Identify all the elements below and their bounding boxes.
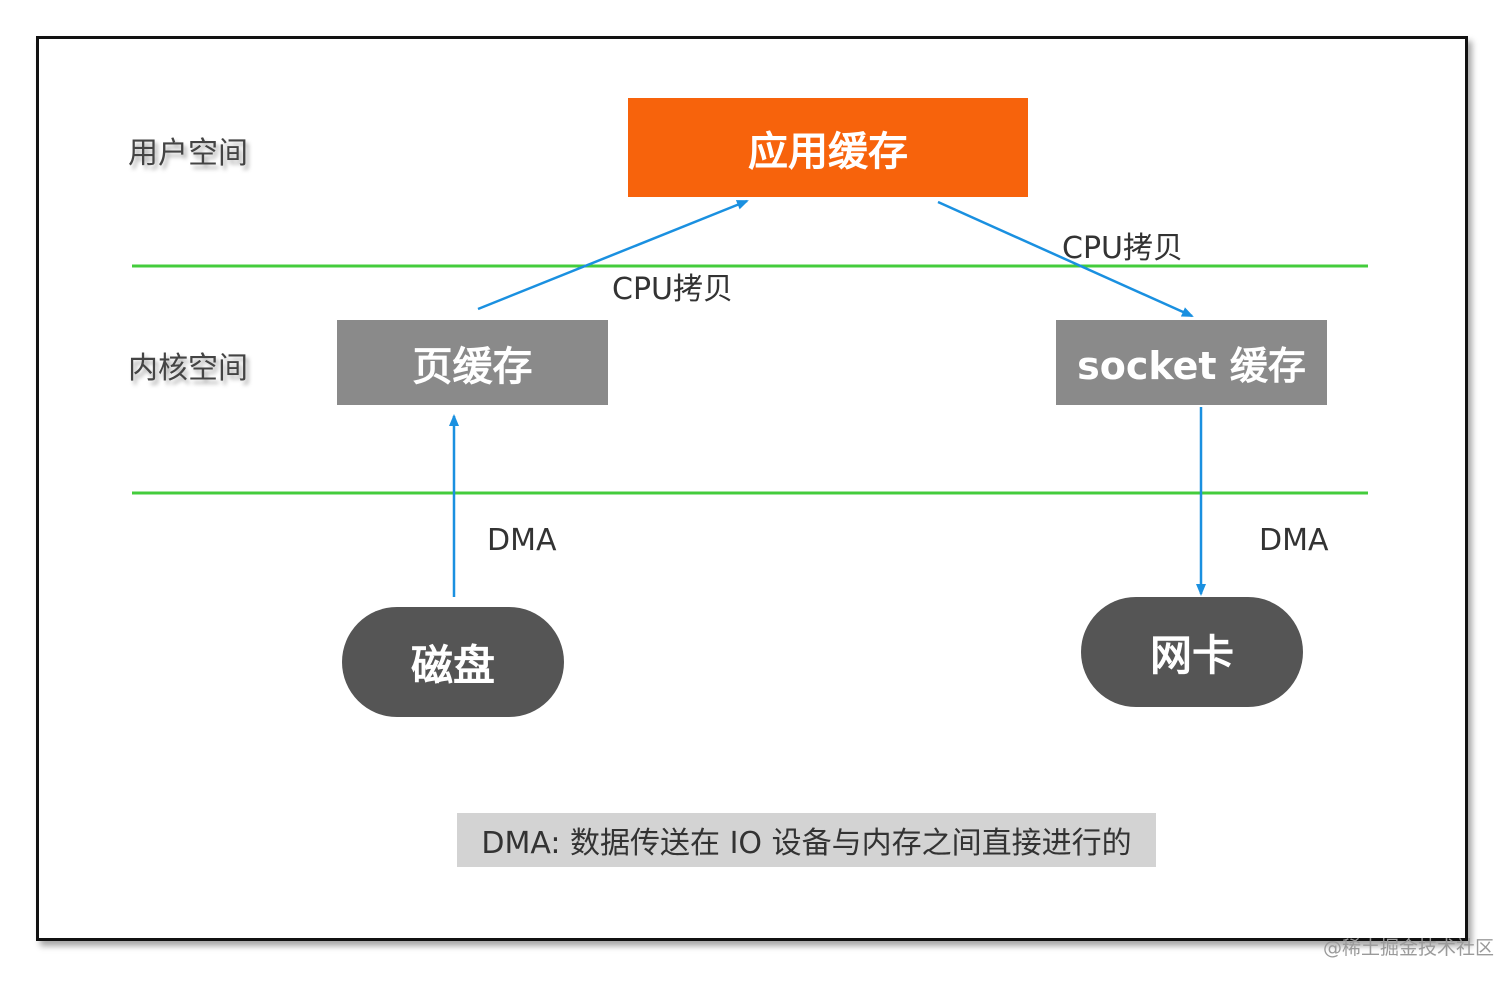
socket-cache-label: socket 缓存 xyxy=(1077,344,1306,388)
cpu-copy-down-label: CPU拷贝 xyxy=(1062,231,1183,266)
kernel-space-label: 内核空间 xyxy=(128,351,248,386)
app-cache-box: 应用缓存 xyxy=(628,98,1028,197)
disk-node: 磁盘 xyxy=(342,607,564,717)
socket-cache-box: socket 缓存 xyxy=(1056,320,1327,405)
user-space-label: 用户空间 xyxy=(128,136,248,171)
disk-label: 磁盘 xyxy=(410,640,495,690)
nic-node: 网卡 xyxy=(1081,597,1303,707)
cpu-copy-up-label: CPU拷贝 xyxy=(612,272,733,307)
dma-right-label: DMA xyxy=(1259,523,1329,558)
app-cache-label: 应用缓存 xyxy=(748,128,908,175)
nic-label: 网卡 xyxy=(1149,630,1234,680)
dma-note: DMA: 数据传送在 IO 设备与内存之间直接进行的 xyxy=(457,813,1156,867)
dma-left-label: DMA xyxy=(487,523,557,558)
page-cache-box: 页缓存 xyxy=(337,320,608,405)
watermark: @稀土掘金技术社区 xyxy=(1323,937,1495,959)
page-cache-label: 页缓存 xyxy=(412,343,533,390)
dma-note-text: DMA: 数据传送在 IO 设备与内存之间直接进行的 xyxy=(481,826,1132,861)
